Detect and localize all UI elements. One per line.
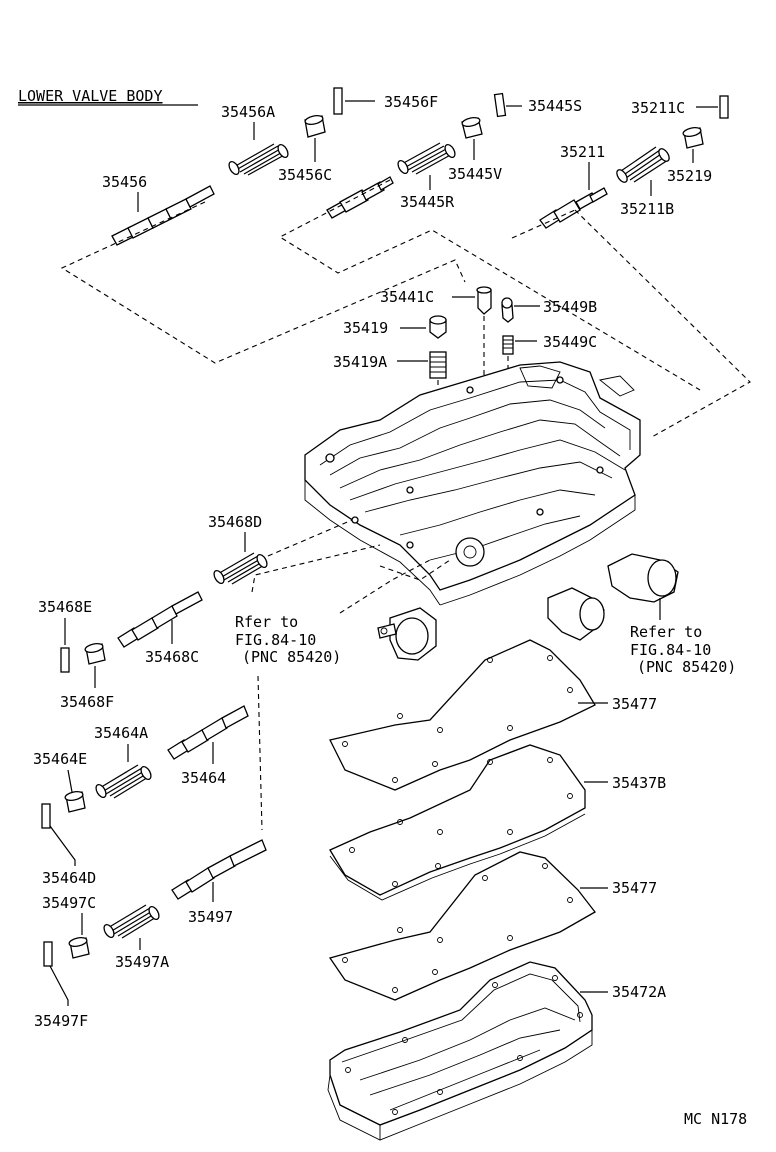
plug-35456C [304,115,326,138]
label-35437B: 35437B [612,774,666,792]
leader-35497F [49,965,69,1006]
valve-35497 [171,839,267,900]
leader-35464D [49,825,76,866]
label-35497C: 35497C [42,894,96,912]
spring-35456A [228,143,289,176]
label-35211B: 35211B [620,200,674,218]
refer-left-line3: (PNC 85420) [242,648,341,666]
solenoid-right-1 [547,587,605,641]
label-35456: 35456 [102,173,147,191]
label-35468E: 35468E [38,598,92,616]
lower-valve-body [304,361,641,606]
upper-valve-body-35472A [327,961,593,1141]
spring-35445R [397,142,456,175]
label-35464D: 35464D [42,869,96,887]
spring-35497A [103,904,160,939]
plug-35219 [682,127,704,149]
guide-solenoid-left [339,559,451,614]
key-35468E [60,647,70,673]
label-35464A: 35464A [94,724,148,742]
valve-35464 [167,705,249,760]
spring-35419A [429,351,447,379]
solenoid-left [377,607,437,661]
label-35445S: 35445S [528,97,582,115]
key-35456F [333,87,343,115]
label-35419: 35419 [343,319,388,337]
leader-35464E [67,769,73,793]
label-35468F: 35468F [60,693,114,711]
label-35441C: 35441C [380,288,434,306]
label-35468D: 35468D [208,513,262,531]
label-35456C: 35456C [278,166,332,184]
plug-35464E [64,791,86,813]
key-35211C [719,95,729,119]
guide-35456 [60,201,466,364]
key-35464D [41,803,51,829]
label-35456A: 35456A [221,103,275,121]
part-35441C [476,286,492,315]
label-35219: 35219 [667,167,712,185]
part-35449B [501,297,514,323]
diagram-title: LOWER VALVE BODY [18,87,163,105]
refer-right-line1: Refer to [630,623,702,641]
refer-left-line1: Rfer to [235,613,298,631]
label-35497A: 35497A [115,953,169,971]
gasket-35477-bottom [328,851,596,1001]
spring-35211B [616,146,670,183]
label-35445V: 35445V [448,165,502,183]
refer-right-line2: FIG.84-10 [630,641,711,659]
valve-35456 [111,185,215,246]
valve-35468C [117,591,203,648]
guide-35468 [251,519,381,593]
key-35445S [493,92,507,118]
label-35449B: 35449B [543,298,597,316]
guide-35211 [511,209,751,439]
spring-35464A [95,764,152,799]
label-35497: 35497 [188,908,233,926]
valve-plunger-center [326,176,394,219]
plate-35437B [329,744,586,901]
refer-left-line2: FIG.84-10 [235,631,316,649]
label-35472A: 35472A [612,983,666,1001]
part-35419 [429,315,447,339]
label-35477-bottom: 35477 [612,879,657,897]
label-35477-top: 35477 [612,695,657,713]
diagram-code: MC N178 [684,1110,747,1128]
label-35419A: 35419A [333,353,387,371]
refer-right-line3: (PNC 85420) [637,658,736,676]
label-35211: 35211 [560,143,605,161]
spring-35468D [213,552,268,585]
valve-35211 [539,187,608,229]
label-35445R: 35445R [400,193,455,211]
guide-35464 [257,675,263,831]
plug-35468F [84,643,106,665]
plug-35445V [461,117,483,139]
label-35456F: 35456F [384,93,438,111]
label-35464E: 35464E [33,750,87,768]
plug-35497C [68,937,90,959]
label-35464: 35464 [181,769,226,787]
guide-center-valve [278,179,701,391]
label-35449C: 35449C [543,333,597,351]
label-35468C: 35468C [145,648,199,666]
gasket-35477-top [329,639,596,791]
solenoid-right-2 [607,553,679,603]
label-35497F: 35497F [34,1012,88,1030]
spring-35449C [502,335,514,355]
key-35497F [43,941,53,967]
label-35211C: 35211C [631,99,685,117]
